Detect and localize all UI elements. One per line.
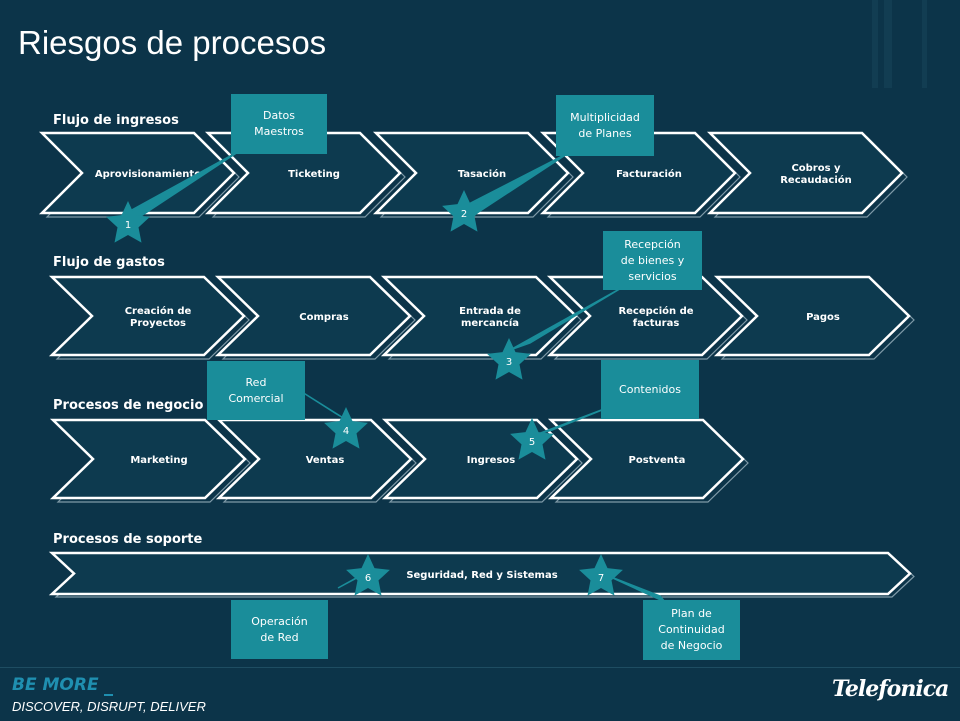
- brand-underscore: [104, 694, 113, 696]
- process-step: [380, 275, 578, 357]
- risk-star-2: [442, 190, 486, 232]
- section-label-ingresos: Flujo de ingresos: [53, 113, 179, 128]
- risk-star-3: [487, 338, 531, 380]
- process-step-label: Pagos: [806, 312, 840, 323]
- risk-star-1: [106, 201, 150, 243]
- risk-number-7: 7: [598, 573, 604, 584]
- process-step-label: Ingresos: [467, 455, 516, 466]
- process-step-label: Tasación: [458, 168, 506, 180]
- risk-connector: [301, 391, 346, 420]
- process-step: [546, 275, 744, 357]
- risk-number-5: 5: [529, 437, 535, 448]
- process-step: [214, 275, 412, 357]
- process-step: [49, 418, 247, 500]
- process-step-label: Ventas: [306, 455, 345, 466]
- risk-callout-7: Plan de Continuidad de Negocio: [643, 600, 740, 660]
- process-step: [215, 418, 413, 500]
- brand-slogan: BE MORE: [12, 675, 99, 695]
- risk-number-2: 2: [461, 209, 467, 220]
- risk-star-6: [346, 554, 390, 596]
- section-label-gastos: Flujo de gastos: [53, 255, 165, 270]
- risk-connector: [509, 286, 624, 351]
- process-step-label: Facturación: [616, 168, 682, 180]
- process-step-label: Postventa: [629, 455, 686, 466]
- risk-callout-2: Multiplicidad de Planes: [556, 95, 654, 156]
- telefonica-logo: Telefonica: [832, 676, 949, 702]
- risk-callout-3: Recepción de bienes y servicios: [603, 231, 702, 290]
- footer: [0, 667, 960, 721]
- support-bar: [48, 551, 912, 596]
- risk-callout-5: Contenidos: [601, 360, 699, 419]
- risk-number-6: 6: [365, 573, 371, 584]
- risk-callout-1: Datos Maestros: [231, 94, 327, 154]
- decor-bar: [884, 0, 892, 88]
- footer-tagline: DISCOVER, DISRUPT, DELIVER: [12, 699, 206, 714]
- process-step: [48, 275, 246, 357]
- process-step-label: Compras: [299, 312, 348, 323]
- process-step-label: Aprovisionamiento: [95, 169, 201, 180]
- process-step: [372, 131, 570, 215]
- risk-connector: [605, 574, 666, 603]
- process-step: [38, 131, 236, 215]
- risk-number-1: 1: [125, 220, 131, 231]
- decor-bar: [922, 0, 927, 88]
- risk-connector: [537, 405, 613, 435]
- process-step-label: Marketing: [130, 455, 187, 466]
- risk-star-5: [510, 418, 554, 460]
- section-label-negocio: Procesos de negocio: [53, 398, 204, 413]
- process-step: [547, 418, 745, 500]
- decor-bar: [872, 0, 878, 88]
- risk-number-3: 3: [506, 357, 512, 368]
- process-step-label: Ticketing: [288, 169, 340, 180]
- risk-star-4: [324, 407, 368, 449]
- risk-star-7: [579, 554, 623, 596]
- page-title: Riesgos de procesos: [18, 24, 327, 61]
- section-label-soporte: Procesos de soporte: [53, 532, 203, 547]
- process-step: [706, 131, 904, 215]
- risk-callout-4: Red Comercial: [207, 361, 305, 420]
- support-bar-label: Seguridad, Red y Sistemas: [406, 570, 557, 581]
- risk-number-4: 4: [343, 426, 349, 437]
- process-step: [713, 275, 911, 357]
- risk-callout-6: Operación de Red: [231, 600, 328, 659]
